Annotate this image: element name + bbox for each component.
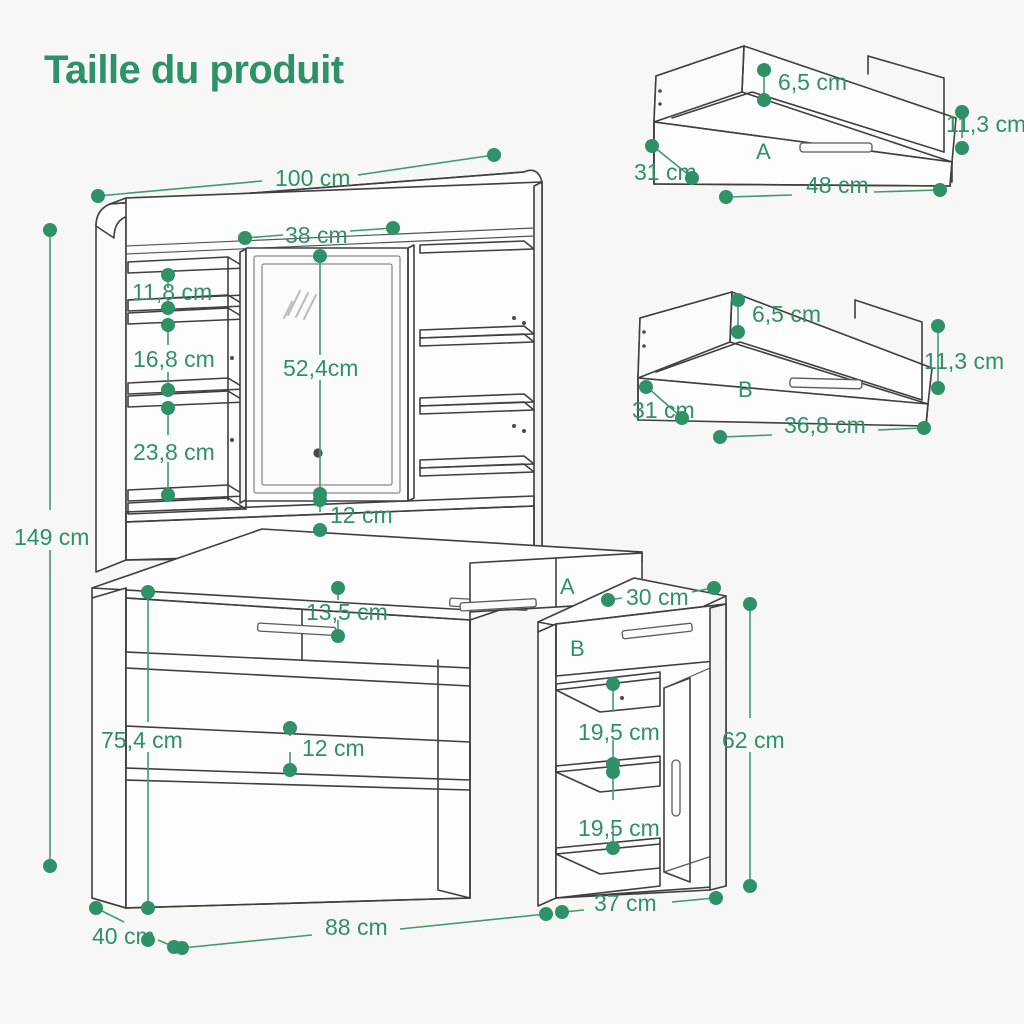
dim-label-30cm: 30 cm [626,584,689,610]
page-title: Taille du produit [44,48,344,92]
dim-label-19-5cm-upper: 19,5 cm [578,719,660,745]
dim-label-38cm: 38 cm [285,222,348,248]
dim-cabinet-height: 62 cm [722,597,785,893]
hutch-assembly [95,169,543,573]
dim-drawer-front: 13,5 cm [306,581,388,643]
dim-label-88cm: 88 cm [325,914,388,940]
dim-shelf2: 16,8 cm [133,318,215,397]
dim-label-62cm: 62 cm [722,727,785,753]
desk-front-face [125,597,471,909]
dim-cabinet-depth: 30 cm [601,581,721,610]
dim-label-149cm: 149 cm [14,524,89,550]
dim-label-13-5cm: 13,5 cm [306,599,388,625]
mirror-reflection-icon [283,290,317,320]
dim-drawerA-side: 31 cm [634,139,699,185]
dim-cabinet-width: 37 cm [555,890,723,919]
hutch-left-panel [95,197,127,573]
desk-assembly [91,528,643,909]
dim-label-100cm: 100 cm [275,165,350,191]
dim-desk-width: 88 cm [175,907,553,955]
dim-label-23-8cm: 23,8 cm [133,439,215,465]
dim-total-height: 149 cm [14,223,89,873]
dim-lower-drawer: 12 cm [283,721,365,777]
dim-label-37cm: 37 cm [594,890,657,916]
dim-mirror-width: 38 cm [238,221,400,248]
dim-shelf3: 23,8 cm [133,401,215,502]
hutch-right-edge [533,181,543,553]
drawer-B-illustration: B [637,291,933,427]
dim-drawerB-interior: 6,5 cm [731,293,821,339]
dim-desk-depth: 40 cm [89,901,181,954]
dim-label-A-48cm: 48 cm [806,172,869,198]
dim-label-B-31cm: 31 cm [632,397,695,423]
hutch-right-shelves [419,240,535,477]
dim-label-75-4cm: 75,4 cm [101,727,183,753]
dim-label-B-6-5cm: 6,5 cm [752,301,821,327]
drawer-A-handle [799,142,873,153]
drawer-B-handle [789,377,863,390]
side-cabinet-assembly [537,577,727,907]
dim-label-hutch-base-12cm: 12 cm [330,502,393,528]
dim-label-11-8cm: 11,8 cm [132,279,212,305]
dim-label-52-4cm: 52,4cm [283,355,358,381]
dim-label-40cm: 40 cm [92,923,155,949]
drawer-B-label: B [738,377,753,402]
dim-drawerA-interior: 6,5 cm [757,63,847,107]
dim-drawerB-side: 31 cm [632,380,695,425]
dim-label-A-31cm: 31 cm [634,159,697,185]
dim-label-lower-12cm: 12 cm [302,735,365,761]
dim-shelf1: 11,8 cm [132,268,212,315]
dim-drawerA-height: 11,3 cm [946,105,1024,155]
desk-drawer-A-label: A [560,574,575,599]
dim-hutch-width: 100 cm [91,148,501,203]
dim-label-B-11-3cm: 11,3 cm [924,348,1004,374]
dim-label-A-6-5cm: 6,5 cm [778,69,847,95]
dim-cabinet-shelf-lower: 19,5 cm [578,765,660,855]
dim-drawerA-width: 48 cm [719,172,947,204]
drawer-A-label: A [756,139,771,164]
dim-desk-height: 75,4 cm [101,585,183,915]
cabinet-right-panel [709,603,727,891]
drawer-A-illustration: A [653,45,957,187]
mirror-cabinet[interactable] [239,244,415,504]
cabinet-left-panel [537,623,557,907]
mirror-knob [313,448,323,458]
dim-drawerB-width: 36,8 cm [713,412,931,444]
cabinet-drawer-B-label: B [570,636,585,661]
cabinet-door-handle [671,759,681,817]
dim-label-A-11-3cm: 11,3 cm [946,111,1024,137]
dim-hutch-base: 12 cm [313,493,393,537]
dim-label-19-5cm-lower: 19,5 cm [578,815,660,841]
dim-label-16-8cm: 16,8 cm [133,346,215,372]
dim-drawerB-height: 11,3 cm [924,319,1004,395]
dim-label-B-36-8cm: 36,8 cm [784,412,866,438]
